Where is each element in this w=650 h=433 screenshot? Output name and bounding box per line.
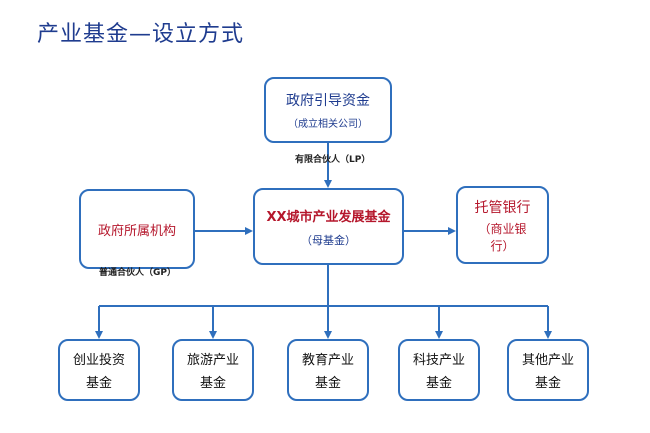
sub-fund-label-2: 基金	[85, 376, 112, 391]
gov-fund-title: 政府引导资金	[286, 93, 370, 109]
lp-label: 有限合伙人（LP）	[295, 155, 371, 165]
sub-fund-label-1: 教育产业	[301, 353, 354, 368]
sub-fund-label-2: 基金	[314, 376, 341, 391]
sub-fund-label-1: 科技产业	[412, 353, 465, 368]
sub-fund-other: 其他产业 基金	[507, 339, 589, 401]
sub-fund-education: 教育产业 基金	[287, 339, 369, 401]
sub-fund-venture: 创业投资 基金	[58, 339, 140, 401]
mother-fund-title: XX城市产业发展基金	[266, 209, 391, 225]
sub-fund-label-2: 基金	[199, 376, 226, 391]
sub-fund-label-1: 旅游产业	[186, 353, 239, 368]
gp-label: 普通合伙人（GP）	[99, 268, 176, 278]
mother-fund-subtitle: （母基金）	[301, 233, 356, 247]
gov-agency-title: 政府所属机构	[97, 223, 176, 239]
sub-fund-label-1: 其他产业	[521, 353, 574, 368]
sub-fund-label-2: 基金	[534, 376, 561, 391]
custody-bank-subtitle-1: （商业银	[478, 221, 527, 236]
gov-fund-subtitle: （成立相关公司）	[288, 119, 368, 130]
sub-fund-label-2: 基金	[425, 376, 452, 391]
custody-bank-subtitle-2: 行）	[490, 238, 515, 253]
page-title: 产业基金—设立方式	[37, 22, 245, 47]
sub-fund-tourism: 旅游产业 基金	[172, 339, 254, 401]
custody-bank-title: 托管银行	[474, 199, 531, 216]
gov-fund-box: 政府引导资金 （成立相关公司）	[264, 77, 392, 143]
sub-fund-technology: 科技产业 基金	[398, 339, 480, 401]
sub-fund-label-1: 创业投资	[72, 353, 125, 368]
mother-fund-box: XX城市产业发展基金 （母基金）	[253, 188, 404, 265]
gov-agency-box: 政府所属机构	[79, 189, 195, 269]
custody-bank-box: 托管银行 （商业银 行）	[456, 186, 549, 264]
